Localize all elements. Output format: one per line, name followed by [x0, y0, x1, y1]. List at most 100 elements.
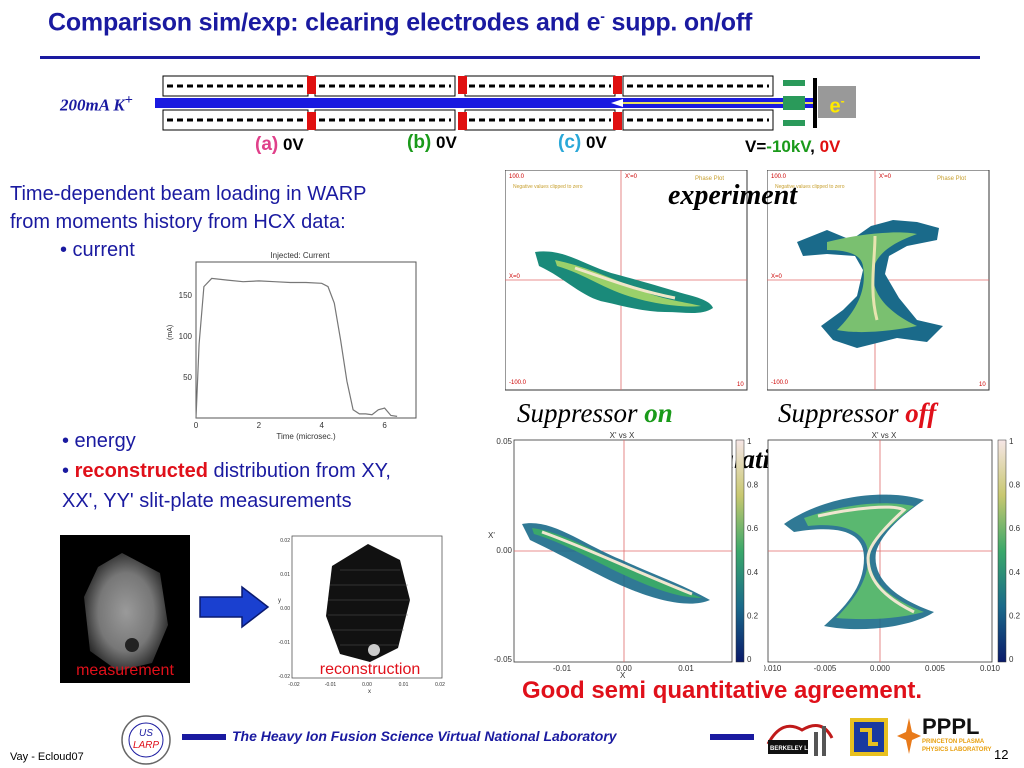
supp-off-word: off	[905, 398, 937, 428]
sim-on-ylabel: X'	[488, 531, 495, 540]
sim-off-colorbar-ticks: 10.80.60.40.20	[1009, 437, 1021, 664]
current-series-line	[195, 277, 398, 419]
colorbar-tick: 0.8	[747, 481, 759, 490]
sim-off-xtick: -0.010	[764, 664, 782, 673]
supp-voltage-sep: ,	[810, 137, 815, 156]
experiment-plot-on: 100.0 X'=0 X=0 -100.0 10 Negative values…	[505, 170, 748, 391]
current-plot-xlabel: Time (microsec.)	[276, 432, 336, 441]
colorbar-tick: 0.2	[1009, 611, 1021, 620]
reconstruction-ylabel: y	[278, 598, 281, 604]
suppressor-voltage: V=-10kV, 0V	[745, 137, 840, 157]
arrow-icon	[199, 585, 270, 629]
segment-a-voltage: 0V	[282, 135, 304, 154]
current-plot-xtick: 2	[257, 421, 262, 430]
reconstruction-xtick: 0.01	[399, 682, 409, 688]
sim-on-xtick: 0.00	[616, 664, 632, 673]
supp-voltage-off: 0V	[819, 137, 841, 156]
title-rule	[40, 56, 980, 59]
sim-on-xtick: -0.01	[553, 664, 572, 673]
suppressor-off-caption: Suppressor off	[778, 398, 936, 429]
colorbar-tick: 1	[1009, 437, 1014, 446]
reconstruction-xtick: -0.02	[288, 682, 300, 688]
sim-on-ytick: -0.05	[494, 655, 513, 664]
reconstruction-xtick: 0.02	[435, 682, 445, 688]
sim-on-title: X' vs X	[610, 431, 635, 440]
segment-a: (a) 0V	[255, 134, 304, 156]
reconstruction-yticks: 0.020.010.00-0.01-0.02	[279, 538, 291, 680]
reconstruction-ytick: -0.01	[279, 640, 291, 646]
current-plot-xtick: 6	[382, 421, 387, 430]
beam-label: 200mA K+	[60, 92, 133, 116]
measurement-label: measurement	[76, 662, 174, 679]
sim-off-xtick: -0.005	[814, 664, 837, 673]
reconstruction-xtick: -0.01	[325, 682, 337, 688]
exp-on-note: Negative values clipped to zero	[513, 184, 583, 190]
exp-off-corner-top: 100.0	[771, 174, 787, 180]
beam-label-sup: +	[124, 92, 133, 108]
quad-magnets-bottom	[162, 109, 774, 131]
colorbar-tick: 0.4	[747, 568, 759, 577]
title-sup: -	[600, 8, 605, 24]
reconstruction-ytick: 0.01	[280, 572, 290, 578]
quad-magnets-top	[162, 75, 774, 97]
sim-off-title: X' vs X	[872, 431, 897, 440]
experiment-plot-off: 100.0 X'=0 X=0 -100.0 10 Negative values…	[767, 170, 990, 391]
supp-voltage-prefix: V=	[745, 137, 767, 156]
reconstruction-ytick: 0.00	[280, 606, 290, 612]
page-number: 12	[994, 747, 1009, 762]
recon-bullet-prefix: •	[62, 460, 75, 482]
sim-on-xtick: 0.01	[678, 664, 694, 673]
beamline-diagram	[155, 75, 817, 131]
suppressor-on-caption: Suppressor on	[517, 398, 673, 429]
exp-off-corner-right: 10	[979, 382, 986, 388]
supp-off-prefix: Suppressor	[778, 398, 906, 428]
larp-text: LARP	[133, 740, 159, 751]
electron-source: e-	[818, 86, 856, 118]
clearing-electrodes	[307, 76, 622, 130]
us-larp-logo: US LARP	[121, 715, 171, 765]
beam-label-text: 200mA K	[60, 95, 125, 115]
reconstruction-label: reconstruction	[320, 661, 421, 678]
pppl-sub2: PHYSICS LABORATORY	[922, 747, 992, 753]
footer-bar-left	[182, 734, 226, 740]
bullet-current: • current	[60, 239, 135, 261]
electron-arrow-head	[611, 99, 623, 107]
exp-off-note: Negative values clipped to zero	[775, 184, 845, 190]
segment-c-letter: (c)	[558, 132, 582, 153]
exp-off-xp0: X'=0	[879, 174, 892, 180]
current-plot-ytick: 50	[183, 373, 192, 382]
segment-c: (c) 0V	[558, 132, 607, 154]
exp-on-xp0: X'=0	[625, 174, 638, 180]
colorbar-tick: 0	[1009, 655, 1014, 664]
intro-text: Time-dependent beam loading in WARP from…	[10, 180, 366, 264]
ion-beam	[155, 98, 815, 108]
recon-bullet-rest: distribution from XY,	[207, 460, 391, 482]
bullet-recon-line2: XX', YY' slit-plate measurements	[62, 490, 352, 512]
colorbar-tick: 0.8	[1009, 481, 1021, 490]
llnl-logo	[850, 718, 888, 756]
current-plot-xtick: 0	[194, 421, 199, 430]
current-plot-ytick: 100	[179, 332, 193, 341]
exp-on-corner-right: 10	[737, 382, 744, 388]
segment-c-voltage: 0V	[585, 133, 607, 152]
exp-on-corner-bottom: -100.0	[509, 380, 527, 386]
reconstruction-ytick: -0.02	[279, 674, 291, 680]
exp-off-corner-bottom: -100.0	[771, 380, 789, 386]
segment-a-letter: (a)	[255, 134, 279, 155]
colorbar-tick: 0.6	[1009, 524, 1021, 533]
experiment-label: experiment	[668, 180, 798, 211]
supp-voltage-on: -10kV	[766, 137, 811, 156]
electron-suppressor	[783, 78, 817, 128]
segment-b-letter: (b)	[407, 132, 432, 153]
sim-on-colorbar-ticks: 10.80.60.40.20	[747, 437, 759, 664]
colorbar-tick: 0.6	[747, 524, 759, 533]
segment-b-voltage: 0V	[436, 133, 457, 152]
recon-bullet-bold: reconstructed	[74, 460, 208, 482]
